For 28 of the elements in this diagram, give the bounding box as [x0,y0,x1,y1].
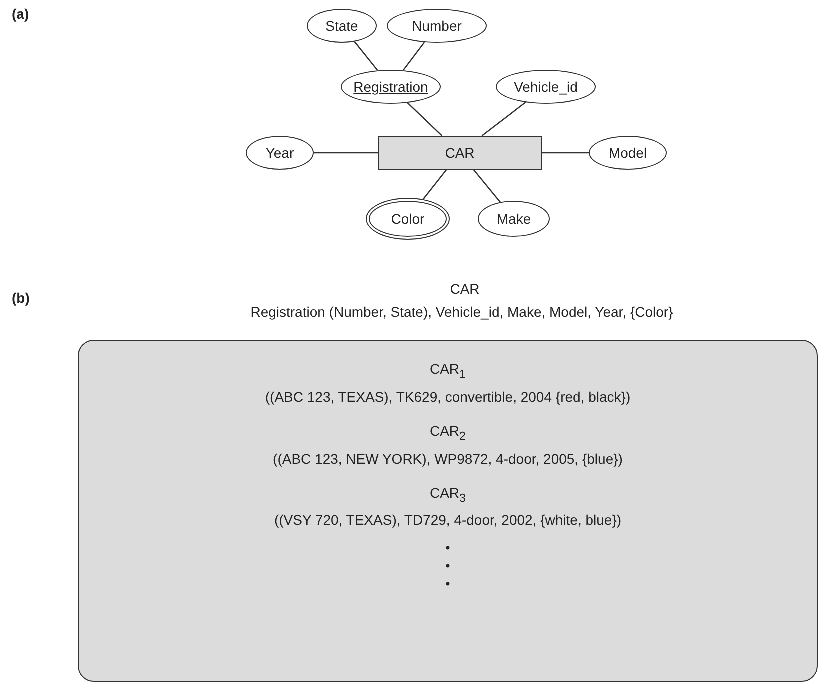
attribute-ellipse: Year [246,136,314,170]
tuple-text: ((ABC 123, NEW YORK), WP9872, 4-door, 2005, {blue}) [273,450,623,469]
entity-rectangle: CAR [378,136,542,170]
attribute-ellipse: Vehicle_id [496,70,596,104]
connector-line [407,102,443,136]
tuple-text: ((ABC 123, TEXAS), TK629, convertible, 2004 {red, black}) [265,388,631,407]
panel-label: (b) [12,290,30,306]
key-attribute-ellipse: Registration [341,70,441,104]
connector-line [473,170,501,203]
panel-label: (a) [12,6,30,22]
attribute-ellipse: Number [387,9,487,43]
connector-line [542,152,589,154]
entity-instance-name: CAR$_{2}$ [430,422,466,445]
connector-line [314,152,378,154]
multivalued-attribute-ellipse: Color [366,198,450,240]
connector-line [354,41,378,71]
entity-name: CAR [450,281,480,297]
attribute-ellipse: Model [589,136,667,170]
connector-line [482,102,526,137]
entity-instance-name: CAR$_{3}$ [430,484,466,506]
attribute-ellipse: State [307,9,377,43]
tuple-text: ((VSY 720, TEXAS), TD729, 4-door, 2002, {white, blue}) [274,511,622,530]
connector-line [402,42,426,71]
tuple-panel [78,340,818,682]
connector-line [422,170,448,200]
attribute-ellipse: Make [478,201,550,237]
entity-instance-name: CAR$_{1}$ [430,360,466,383]
schema-text: Registration (Number, State), Vehicle_id, Make, Model, Year, {Color} [250,304,674,320]
